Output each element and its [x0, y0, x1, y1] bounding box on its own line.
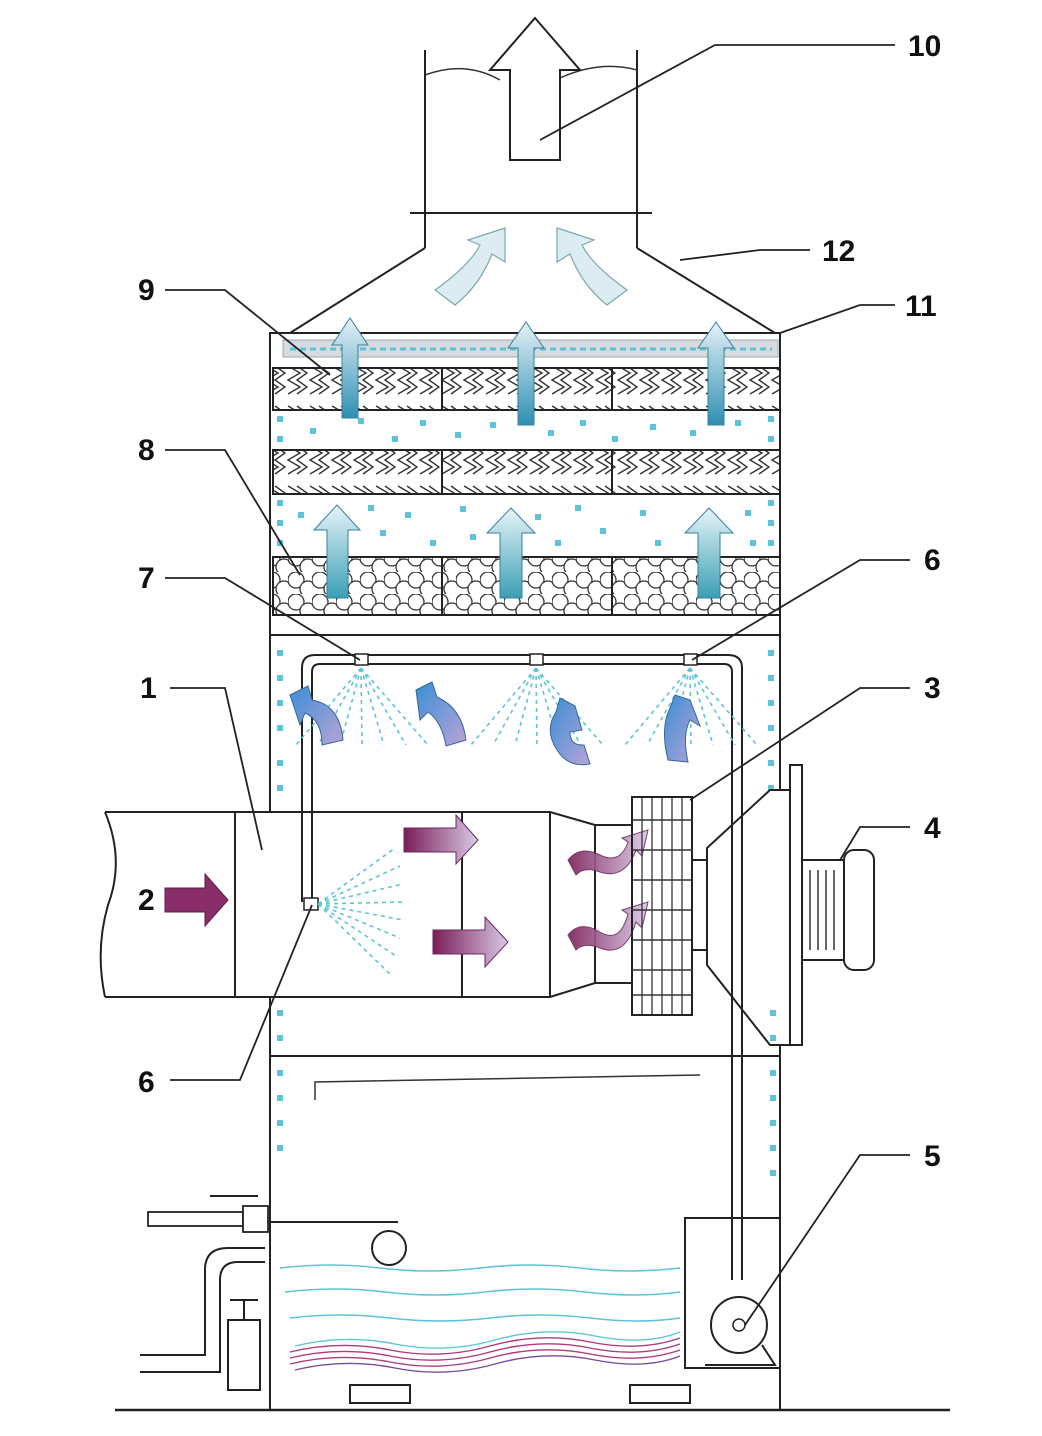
label-6-bottom: 6 [138, 1066, 155, 1099]
duct-flow-arrows-icon [403, 813, 649, 969]
label-12: 12 [822, 235, 855, 268]
label-8: 8 [138, 434, 155, 467]
packing-layer-balls [272, 556, 781, 616]
fan-motor [801, 849, 875, 971]
fan-impeller [631, 796, 708, 1016]
label-10: 10 [908, 30, 941, 63]
circulation-pump [684, 1217, 781, 1369]
tower-middle [269, 635, 781, 812]
drain-valve [140, 1247, 265, 1391]
label-11: 11 [905, 290, 937, 323]
fan-housing [706, 764, 803, 1046]
label-3: 3 [924, 672, 941, 705]
label-2: 2 [138, 884, 155, 917]
sump-tank [115, 997, 950, 1412]
exhaust-stack [289, 50, 776, 334]
label-4: 4 [924, 812, 941, 845]
label-9: 9 [138, 274, 155, 307]
air-flow-up-arrows-icon [312, 317, 735, 599]
water-droplets [277, 416, 776, 1176]
spray-nozzle-icon [303, 653, 698, 911]
label-6-top: 6 [924, 544, 941, 577]
label-5: 5 [924, 1140, 941, 1173]
gas-inlet-arrow-icon [164, 872, 229, 928]
leader-lines [165, 44, 910, 1326]
part-labels: 10 12 11 9 8 7 6 1 3 4 2 6 5 [138, 30, 941, 1173]
label-7: 7 [138, 562, 155, 595]
label-1: 1 [140, 672, 157, 705]
sludge-layer [289, 1331, 681, 1373]
inlet-duct [99, 811, 632, 998]
exhaust-arrow-up-icon [487, 16, 583, 161]
float-valve [147, 1195, 407, 1266]
swirl-air-arrows-icon [289, 681, 701, 766]
packing-layer-middle [272, 449, 781, 495]
spray-header-pipe [301, 654, 743, 1280]
converging-air-arrows-icon [433, 227, 629, 306]
sump-water [279, 1264, 681, 1322]
